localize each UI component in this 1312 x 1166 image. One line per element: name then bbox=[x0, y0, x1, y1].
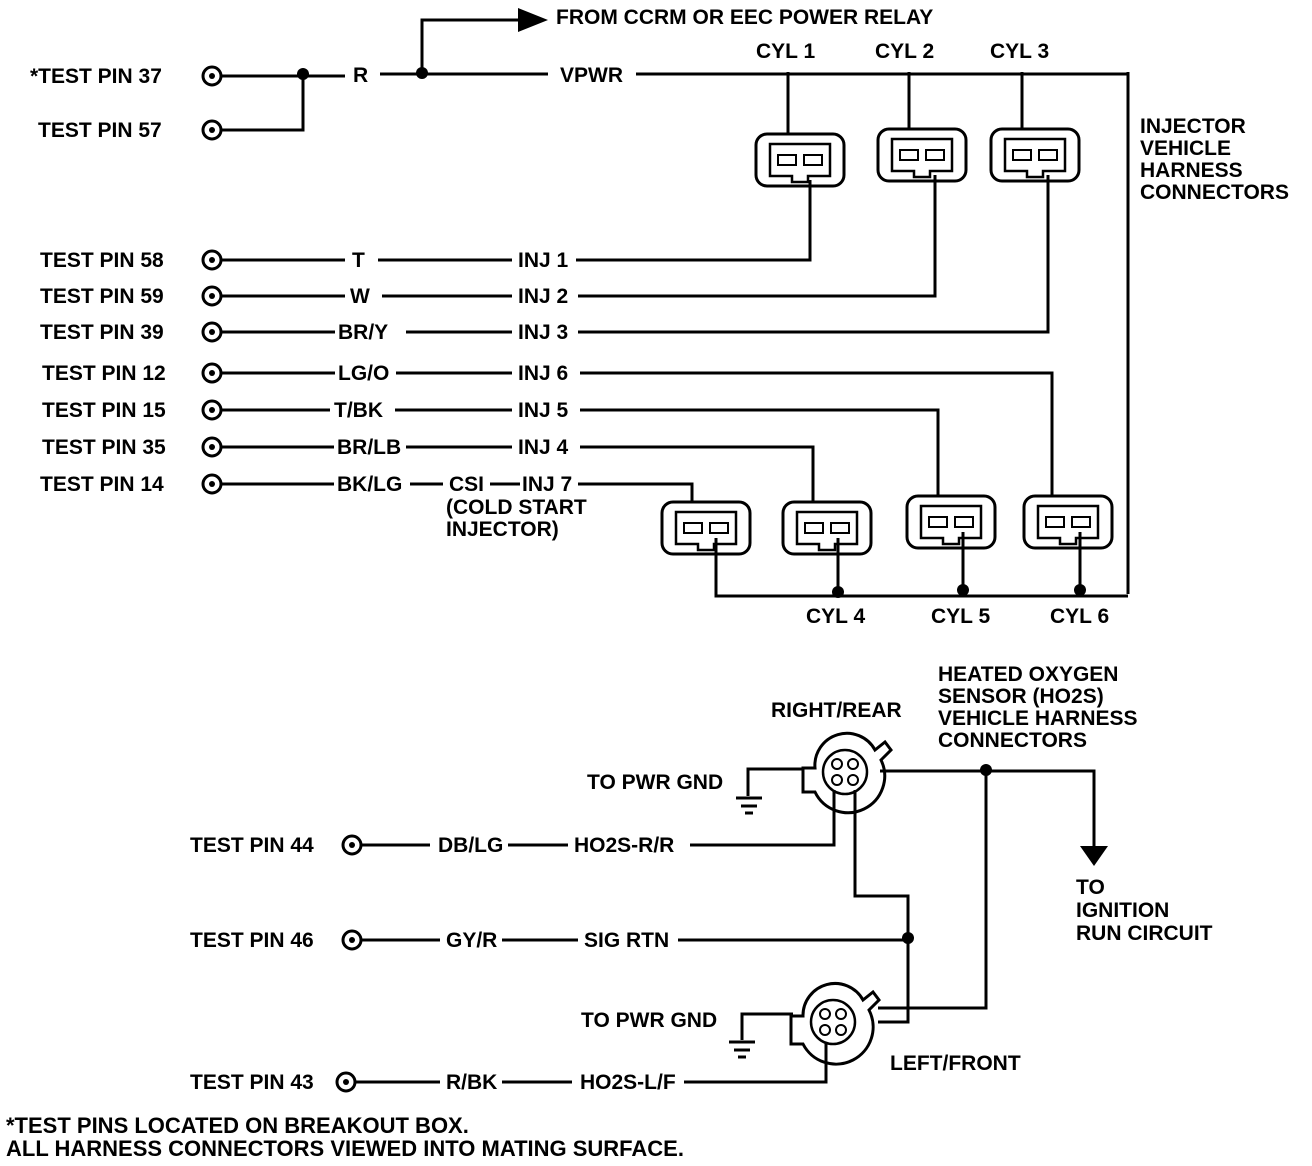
svg-text:T: T bbox=[352, 249, 365, 272]
svg-text:TEST PIN 12: TEST PIN 12 bbox=[42, 362, 166, 385]
test-pin-12-terminal bbox=[201, 362, 223, 384]
svg-text:INJ 1: INJ 1 bbox=[518, 249, 569, 272]
svg-text:INJ 4: INJ 4 bbox=[518, 436, 569, 459]
cyl-1-label: CYL 1 bbox=[756, 40, 815, 63]
svg-text:TEST PIN 15: TEST PIN 15 bbox=[42, 399, 166, 422]
svg-text:INJ 3: INJ 3 bbox=[518, 321, 568, 344]
test-pin-39-terminal bbox=[201, 321, 223, 343]
svg-text:HO2S-R/R: HO2S-R/R bbox=[574, 834, 674, 857]
vpwr-color-label: R bbox=[353, 64, 368, 87]
injector-circuit-labels: TEST PIN 58 T INJ 1 TEST PIN 59 W INJ 2 … bbox=[40, 249, 587, 541]
svg-text:VEHICLE: VEHICLE bbox=[1140, 137, 1231, 160]
svg-text:SIG RTN: SIG RTN bbox=[584, 929, 669, 952]
test-pin-44-terminal bbox=[341, 834, 363, 856]
ignition-arrow-icon bbox=[1080, 846, 1108, 866]
right-rear-label: RIGHT/REAR bbox=[771, 699, 902, 722]
svg-text:BR/LB: BR/LB bbox=[337, 436, 401, 459]
cyl-1-connector bbox=[754, 132, 846, 188]
injector-connectors-label: INJECTOR VEHICLE HARNESS CONNECTORS bbox=[1140, 115, 1289, 204]
svg-text:RUN CIRCUIT: RUN CIRCUIT bbox=[1076, 922, 1213, 945]
cyl-5-connector bbox=[905, 494, 997, 550]
ground-icon bbox=[736, 796, 762, 815]
svg-text:INJECTOR: INJECTOR bbox=[1140, 115, 1246, 138]
cyl-6-connector bbox=[1022, 494, 1114, 550]
test-pin-14-terminal bbox=[201, 473, 223, 495]
test-pin-57-terminal bbox=[201, 119, 223, 141]
svg-text:W: W bbox=[350, 285, 370, 308]
svg-text:HARNESS: HARNESS bbox=[1140, 159, 1243, 182]
svg-text:BR/Y: BR/Y bbox=[338, 321, 388, 344]
svg-text:IGNITION: IGNITION bbox=[1076, 899, 1169, 922]
test-pin-37-terminal bbox=[201, 65, 223, 87]
svg-text:TO: TO bbox=[1076, 876, 1105, 899]
svg-text:INJ 5: INJ 5 bbox=[518, 399, 569, 422]
relay-arrow-icon bbox=[518, 8, 548, 32]
cold-start-label-2: INJECTOR) bbox=[446, 518, 559, 541]
ho2s-connectors-label: HEATED OXYGEN SENSOR (HO2S) VEHICLE HARN… bbox=[938, 663, 1138, 752]
svg-text:LG/O: LG/O bbox=[338, 362, 389, 385]
svg-text:INJ 2: INJ 2 bbox=[518, 285, 568, 308]
pwr-gnd-label-rr: TO PWR GND bbox=[587, 771, 723, 794]
ground-icon bbox=[729, 1040, 755, 1059]
test-pin-43-terminal bbox=[335, 1071, 357, 1093]
svg-text:TEST PIN 58: TEST PIN 58 bbox=[40, 249, 164, 272]
svg-text:INJ 7: INJ 7 bbox=[522, 473, 572, 496]
cyl-4-connector bbox=[781, 500, 873, 556]
cyl-4-label: CYL 4 bbox=[806, 605, 865, 628]
relay-label: FROM CCRM OR EEC POWER RELAY bbox=[556, 6, 933, 29]
test-pin-57-label: TEST PIN 57 bbox=[38, 119, 162, 142]
test-pin-35-terminal bbox=[201, 436, 223, 458]
svg-text:HEATED OXYGEN: HEATED OXYGEN bbox=[938, 663, 1118, 686]
cold-start-label-1: (COLD START bbox=[446, 496, 587, 519]
test-pin-59-terminal bbox=[201, 285, 223, 307]
svg-text:TEST PIN 43: TEST PIN 43 bbox=[190, 1071, 314, 1094]
cyl-6-label: CYL 6 bbox=[1050, 605, 1109, 628]
svg-text:T/BK: T/BK bbox=[334, 399, 383, 422]
vpwr-label: VPWR bbox=[560, 64, 623, 87]
svg-text:TEST PIN 59: TEST PIN 59 bbox=[40, 285, 164, 308]
svg-text:SENSOR (HO2S): SENSOR (HO2S) bbox=[938, 685, 1104, 708]
right-rear-ho2s-connector bbox=[801, 731, 893, 815]
svg-text:VEHICLE HARNESS: VEHICLE HARNESS bbox=[938, 707, 1138, 730]
left-front-label: LEFT/FRONT bbox=[890, 1052, 1021, 1075]
cyl-3-connector bbox=[989, 127, 1081, 183]
cyl-2-connector bbox=[876, 127, 968, 183]
ignition-label: TO IGNITION RUN CIRCUIT bbox=[1076, 876, 1213, 945]
injector-circuits bbox=[201, 175, 1054, 520]
test-pin-15-terminal bbox=[201, 399, 223, 421]
test-pin-58-terminal bbox=[201, 249, 223, 271]
ho2s-circuit-labels: TEST PIN 44 DB/LG HO2S-R/R TEST PIN 46 G… bbox=[190, 834, 676, 1094]
svg-text:TEST PIN 44: TEST PIN 44 bbox=[190, 834, 314, 857]
ho2s-wiring bbox=[335, 764, 1108, 1093]
footnote-mating-surface: ALL HARNESS CONNECTORS VIEWED INTO MATIN… bbox=[6, 1136, 684, 1161]
svg-text:TEST PIN 14: TEST PIN 14 bbox=[40, 473, 164, 496]
svg-text:TEST PIN 35: TEST PIN 35 bbox=[42, 436, 166, 459]
svg-text:DB/LG: DB/LG bbox=[438, 834, 503, 857]
svg-text:TEST PIN 39: TEST PIN 39 bbox=[40, 321, 164, 344]
svg-text:CONNECTORS: CONNECTORS bbox=[1140, 181, 1289, 204]
footnote-breakout-box: *TEST PINS LOCATED ON BREAKOUT BOX. bbox=[6, 1113, 469, 1138]
cold-start-injector-connector bbox=[660, 500, 752, 556]
cyl-2-label: CYL 2 bbox=[875, 40, 934, 63]
lower-vpwr-bus bbox=[714, 532, 1128, 598]
test-pin-46-terminal bbox=[341, 929, 363, 951]
svg-text:CONNECTORS: CONNECTORS bbox=[938, 729, 1087, 752]
csi-label: CSI bbox=[449, 473, 484, 496]
test-pin-37-label: *TEST PIN 37 bbox=[30, 65, 162, 88]
svg-text:INJ 6: INJ 6 bbox=[518, 362, 568, 385]
pwr-gnd-label-lf: TO PWR GND bbox=[581, 1009, 717, 1032]
left-front-ho2s-connector bbox=[789, 982, 881, 1066]
svg-text:GY/R: GY/R bbox=[446, 929, 497, 952]
svg-text:R/BK: R/BK bbox=[446, 1071, 497, 1094]
svg-text:BK/LG: BK/LG bbox=[337, 473, 402, 496]
svg-text:TEST PIN 46: TEST PIN 46 bbox=[190, 929, 314, 952]
svg-text:HO2S-L/F: HO2S-L/F bbox=[580, 1071, 676, 1094]
cyl-5-label: CYL 5 bbox=[931, 605, 990, 628]
cyl-3-label: CYL 3 bbox=[990, 40, 1049, 63]
